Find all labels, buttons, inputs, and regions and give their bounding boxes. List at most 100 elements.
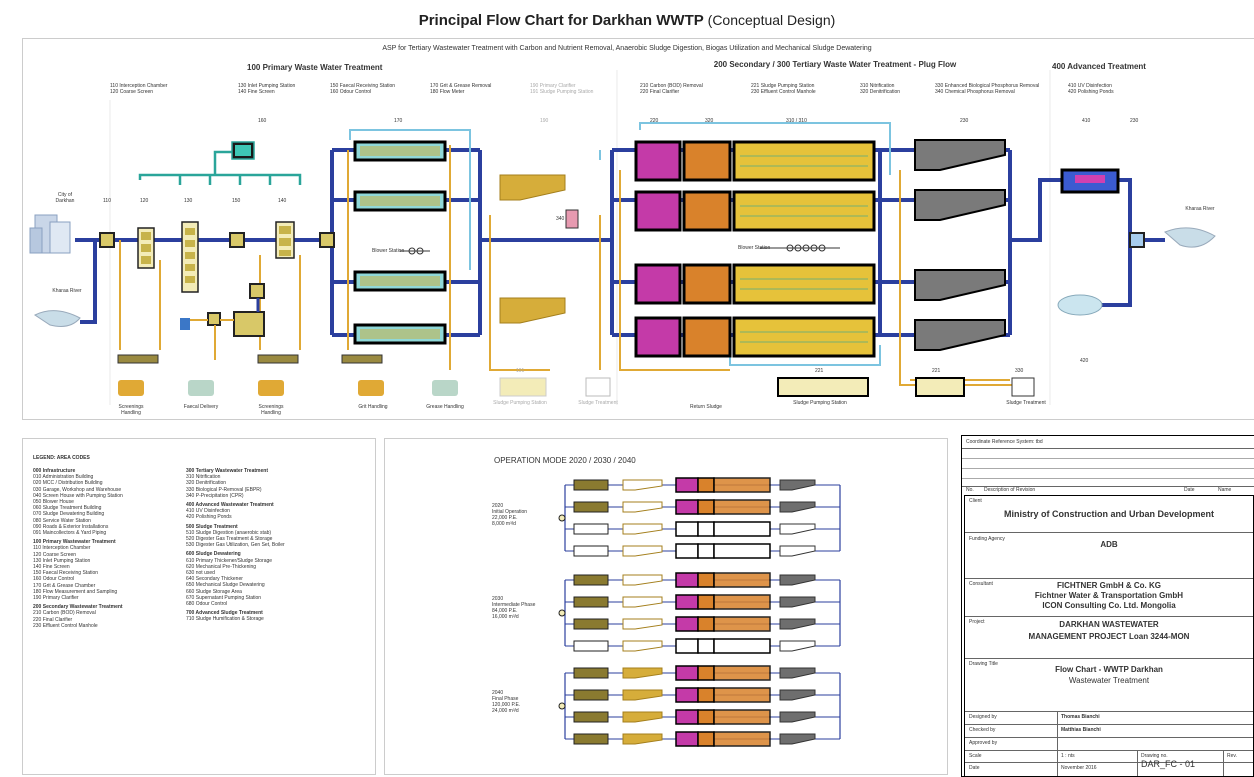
- river-inlet-icon: [34, 310, 81, 327]
- unit-note: 310 Nitrification 320 Denitrification: [860, 83, 901, 95]
- unit-note: 170 Grit & Grease Removal 180 Flow Meter: [430, 83, 492, 95]
- legend-item: 020 MCC / Distribution Building: [33, 480, 103, 487]
- funding-agency: ADB: [1100, 540, 1118, 549]
- unit-number: 150: [232, 198, 241, 204]
- train-anoxic-zone: [697, 477, 715, 493]
- river-outlet-icon: [1164, 227, 1216, 248]
- legend-item: 150 Faecal Receiving Station: [33, 570, 99, 577]
- train-anoxic-zone: [697, 543, 715, 559]
- train-final-clarifier: [779, 501, 816, 513]
- legend-item: 060 Sludge Treatment Building: [33, 505, 102, 512]
- train-grit-chamber: [573, 711, 609, 723]
- legend-item: 410 UV Disinfection: [186, 508, 230, 515]
- effluent-manhole: [1129, 232, 1145, 248]
- train-grit-chamber: [573, 501, 609, 513]
- legend-item: 220 Final Clarifier: [33, 616, 73, 623]
- train-aerobic-zone: [713, 687, 771, 703]
- section-advanced-title: 400 Advanced Treatment: [1052, 62, 1146, 71]
- main-flow-panel: [22, 38, 1254, 420]
- train-anoxic-zone: [697, 499, 715, 515]
- blower-stations: [400, 244, 840, 255]
- banner-text: ASP for Tertiary Wastewater Treatment wi…: [382, 45, 872, 52]
- scale-value: 1 : nts: [1061, 753, 1075, 759]
- train-anaerobic-zone: [675, 543, 699, 559]
- client-label: Client: [969, 498, 982, 504]
- rev-col: No.: [966, 487, 974, 493]
- blower-label: Blower Station: [738, 245, 771, 251]
- consultant-line: ICON Consulting Co. Ltd. Mongolia: [1042, 601, 1176, 610]
- primary-clarifiers: [499, 174, 566, 324]
- bottom-label: Grit Handling: [358, 404, 388, 410]
- unit-number: 420: [1080, 358, 1089, 364]
- unit-number: 190: [540, 118, 549, 124]
- train-final-clarifier: [779, 640, 816, 652]
- blower-label: Blower Station: [372, 248, 405, 254]
- client-name: Ministry of Construction and Urban Devel…: [1003, 509, 1214, 519]
- train-aerobic-zone: [713, 665, 771, 681]
- unit-note: 330 Enhanced Biological Phosphorus Remov…: [935, 83, 1040, 95]
- legend-item: 110 Interception Chamber: [33, 545, 91, 552]
- drawing-label: Drawing Title: [969, 661, 998, 667]
- funding-label: Funding Agency: [969, 536, 1005, 542]
- city-label: City of Darkhan: [55, 192, 75, 204]
- bottom-label: Sludge Pumping Station: [493, 400, 547, 406]
- legend-item: 010 Administration Building: [33, 474, 94, 481]
- train-grit-chamber: [573, 667, 609, 679]
- train-primary-clarifier: [622, 523, 663, 535]
- train-final-clarifier: [779, 545, 816, 557]
- sludge-lines: [119, 145, 1015, 386]
- odour-control: [138, 150, 302, 185]
- consultant-label: Consultant: [969, 581, 993, 587]
- unit-number: 310 / 310: [786, 118, 807, 124]
- unit-note: 221 Sludge Pumping Station 230 Effluent …: [751, 83, 816, 95]
- train-anoxic-zone: [697, 709, 715, 725]
- legend-group-title: 600 Sludge Dewatering: [186, 551, 241, 558]
- page-title: Principal Flow Chart for Darkhan WWTP (C…: [0, 12, 1254, 29]
- operation-mode-title: OPERATION MODE 2020 / 2030 / 2040: [494, 456, 636, 465]
- legend-item: 080 Service Water Station: [33, 517, 91, 524]
- unit-number: 191: [516, 368, 525, 374]
- diagram-subtitle: (Conceptual Design): [707, 12, 836, 28]
- legend-group-title: 000 Infrastructure: [33, 468, 76, 474]
- date-label: Date: [969, 765, 980, 771]
- train-anaerobic-zone: [675, 665, 699, 681]
- legend-item: 091 Maincollectors & Yard Piping: [33, 530, 107, 537]
- legend-group-title: 300 Tertiary Wastewater Treatment: [186, 468, 268, 474]
- legend-item: 030 Garage, Workshop and Warehouse: [33, 486, 122, 493]
- unit-note: 110 Interception Chamber 120 Coarse Scre…: [110, 83, 168, 95]
- train-primary-clarifier: [622, 545, 663, 557]
- river-label: Kharaa River: [52, 288, 82, 294]
- legend-item: 090 Roads & Exterior Installations: [33, 523, 109, 530]
- unit-number: 221: [932, 368, 941, 374]
- legend-item: 140 Fine Screen: [33, 564, 70, 571]
- legend-item: 050 Blower House: [33, 499, 74, 506]
- legend-item: 680 Odour Control: [186, 601, 228, 608]
- consultant-line: FICHTNER GmbH & Co. KG: [1057, 581, 1161, 590]
- legend-item: 120 Coarse Screen: [33, 551, 77, 558]
- unit-number: 330: [1015, 368, 1024, 374]
- unit-number: 110: [103, 198, 111, 204]
- train-anaerobic-zone: [675, 477, 699, 493]
- train-primary-clarifier: [622, 618, 663, 630]
- legend-item: 660 Sludge Storage Area: [186, 588, 242, 595]
- project-line: MANAGEMENT PROJECT Loan 3244-MON: [1028, 632, 1190, 641]
- legend-item: 210 Carbon (BOD) Removal: [33, 610, 96, 617]
- train-grit-chamber: [573, 596, 609, 608]
- train-aerobic-zone: [713, 594, 771, 610]
- train-aerobic-zone: [713, 616, 771, 632]
- train-primary-clarifier: [622, 733, 663, 745]
- train-final-clarifier: [779, 618, 816, 630]
- legend-group-title: 700 Advanced Sludge Treatment: [186, 610, 263, 617]
- train-grit-chamber: [573, 733, 609, 745]
- train-grit-chamber: [573, 640, 609, 652]
- unit-number: 220: [650, 118, 659, 124]
- section-primary-title: 100 Primary Waste Water Treatment: [247, 63, 383, 72]
- bottom-label: Screenings Handling: [258, 404, 284, 416]
- unit-number: 320: [705, 118, 714, 124]
- train-final-clarifier: [779, 689, 816, 701]
- train-anaerobic-zone: [675, 709, 699, 725]
- legend-item: 170 Grit & Grease Chamber: [33, 582, 96, 589]
- legend-item: 310 Nitrification: [186, 474, 221, 481]
